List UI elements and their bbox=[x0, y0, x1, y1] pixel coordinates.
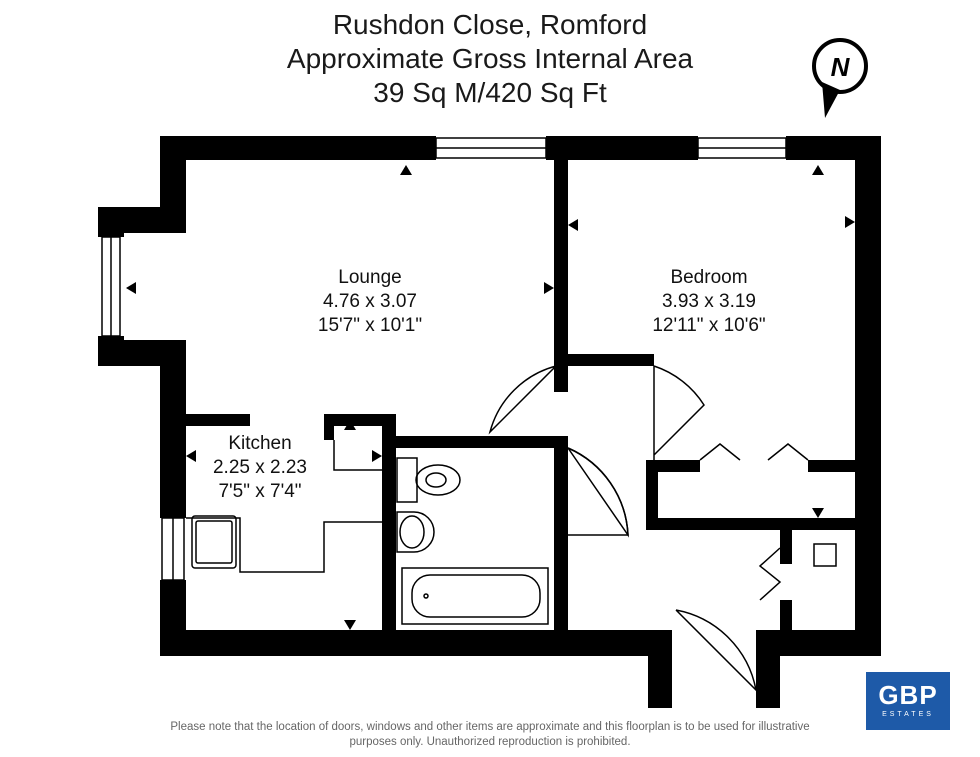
north-arrow-icon: N bbox=[812, 38, 868, 118]
toilet-icon bbox=[396, 457, 461, 503]
room-bedroom: Bedroom 3.93 x 3.19 12'11" x 10'6" bbox=[652, 267, 765, 336]
disclaimer: Please note that the location of doors, … bbox=[100, 720, 880, 750]
room-lounge: Lounge 4.76 x 3.07 15'7" x 10'1" bbox=[318, 267, 422, 336]
walls bbox=[98, 136, 881, 708]
basin-icon bbox=[396, 511, 435, 553]
lounge-name: Lounge bbox=[338, 267, 401, 288]
bath-icon bbox=[401, 567, 549, 625]
windows bbox=[101, 137, 787, 581]
dimension-markers bbox=[126, 165, 855, 630]
storage-tank-icon bbox=[813, 543, 837, 567]
disclaimer-line-1: Please note that the location of doors, … bbox=[170, 721, 810, 733]
title-area-value: 39 Sq M/420 Sq Ft bbox=[373, 77, 607, 108]
kitchen-metric: 2.25 x 2.23 bbox=[213, 457, 307, 478]
compass-letter: N bbox=[831, 52, 851, 82]
interior-walls bbox=[186, 160, 855, 630]
doors bbox=[333, 365, 809, 693]
room-kitchen: Kitchen 2.25 x 2.23 7'5" x 7'4" bbox=[213, 433, 307, 502]
bedroom-name: Bedroom bbox=[670, 267, 747, 288]
logo-subtitle: ESTATES bbox=[882, 711, 934, 718]
logo-mark: GBP bbox=[878, 680, 938, 710]
lounge-metric: 4.76 x 3.07 bbox=[323, 291, 417, 312]
bedroom-imperial: 12'11" x 10'6" bbox=[652, 315, 765, 336]
kitchen-name: Kitchen bbox=[228, 433, 291, 454]
title-area-label: Approximate Gross Internal Area bbox=[286, 43, 694, 74]
plan-title: Rushdon Close, Romford Approximate Gross… bbox=[190, 8, 790, 110]
fixtures bbox=[186, 457, 837, 625]
bedroom-metric: 3.93 x 3.19 bbox=[662, 291, 756, 312]
lounge-imperial: 15'7" x 10'1" bbox=[318, 315, 422, 336]
disclaimer-line-2: purposes only. Unauthorized reproduction… bbox=[349, 736, 631, 748]
kitchen-sink-icon bbox=[191, 515, 237, 569]
kitchen-imperial: 7'5" x 7'4" bbox=[218, 481, 301, 502]
title-address: Rushdon Close, Romford bbox=[332, 9, 648, 40]
agency-logo: GBP ESTATES bbox=[866, 672, 950, 730]
